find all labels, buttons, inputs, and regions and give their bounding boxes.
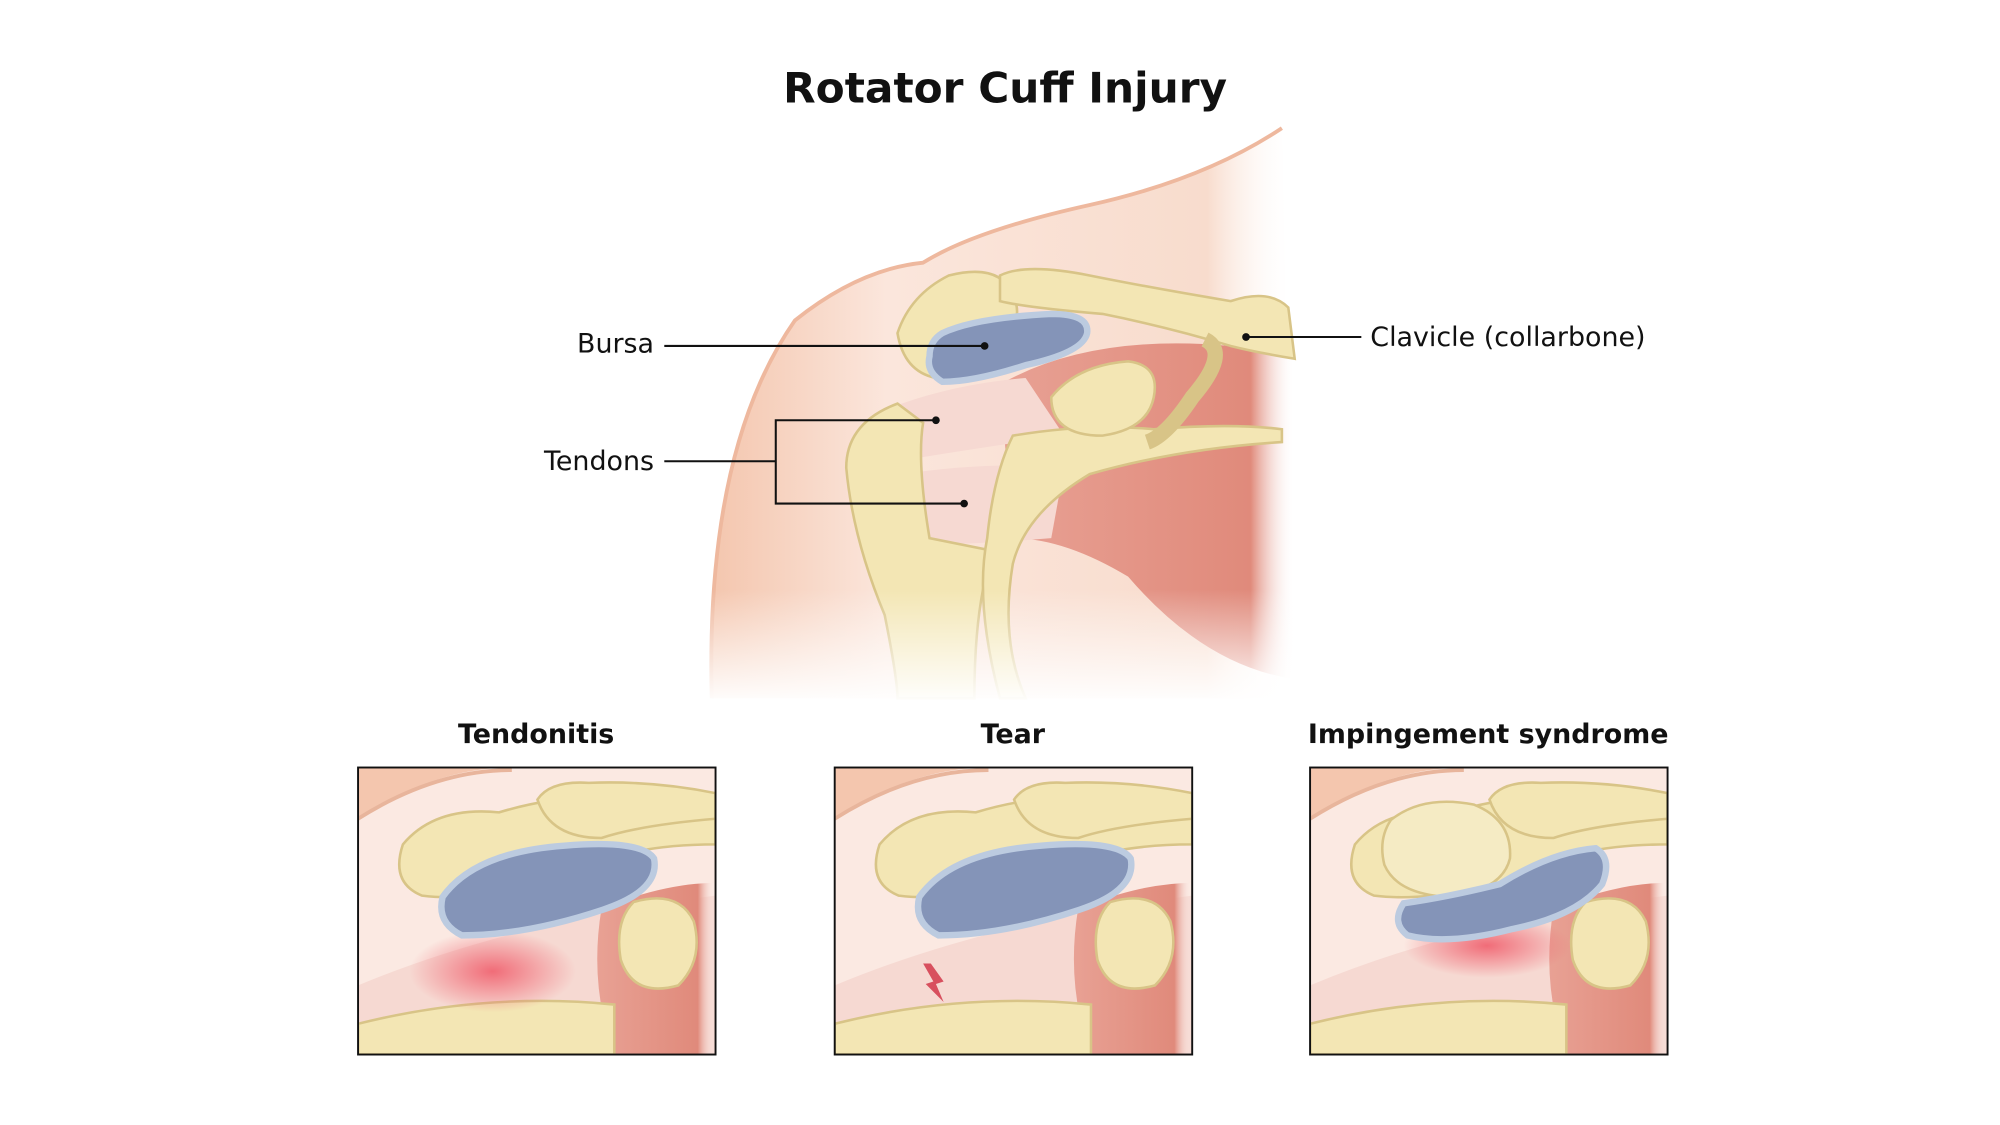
panel-impingement: Impingement syndrome <box>1308 719 1669 1056</box>
bursa-label: Bursa <box>577 328 654 359</box>
bursa <box>914 840 1135 939</box>
tendons-callout: Tendons <box>543 416 968 508</box>
clavicle-label: Clavicle (collarbone) <box>1370 322 1645 353</box>
page-title: Rotator Cuff Injury <box>783 64 1227 113</box>
panel-title: Tear <box>981 719 1046 750</box>
bursa-callout: Bursa <box>577 328 989 359</box>
panel-title: Impingement syndrome <box>1308 719 1669 750</box>
bursa <box>1394 844 1610 943</box>
bursa <box>438 840 658 939</box>
bone-spur <box>1381 800 1512 899</box>
panel-tendonitis: Tendonitis <box>357 719 717 1056</box>
inflammation-area <box>409 930 576 1013</box>
tear-mark <box>923 963 944 1002</box>
shoulder-illustration <box>705 126 1308 705</box>
panel-title: Tendonitis <box>458 719 614 750</box>
panel-tear: Tear <box>833 719 1194 1056</box>
clavicle-callout: Clavicle (collarbone) <box>1242 322 1646 353</box>
tendons-label: Tendons <box>543 446 654 477</box>
